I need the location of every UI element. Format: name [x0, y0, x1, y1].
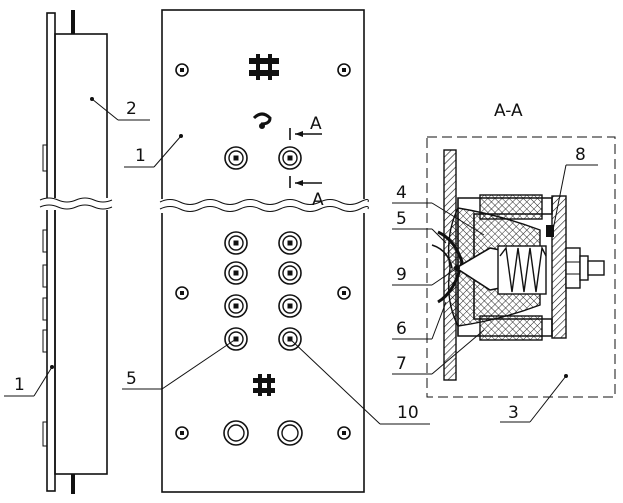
corner-rivet	[337, 286, 351, 300]
callout-1-plate: 1	[135, 146, 146, 166]
section-mark-bottom: A	[312, 190, 324, 210]
section-mark-top: A	[310, 114, 322, 134]
callout-4: 4	[396, 183, 407, 203]
nut	[565, 247, 581, 289]
callout-2: 2	[126, 99, 137, 119]
button	[278, 294, 302, 318]
corner-rivet	[175, 426, 189, 440]
callout-3: 3	[508, 403, 519, 423]
section-boundary	[426, 136, 616, 398]
corner-rivet	[175, 286, 189, 300]
bolt	[587, 260, 605, 276]
section-view: A-A	[426, 101, 616, 398]
bottom-tab	[71, 474, 75, 494]
callout-8: 8	[575, 145, 586, 165]
button	[224, 261, 248, 285]
spring	[499, 245, 547, 293]
side-view	[39, 10, 113, 494]
callouts: 1 2 1 5 10 3 4 5 9 6 7 8	[14, 99, 586, 423]
corner-rivet	[337, 426, 351, 440]
callout-5-plate: 5	[126, 369, 137, 389]
corner-rivet	[175, 63, 189, 77]
button	[278, 146, 302, 170]
corner-rivet	[337, 63, 351, 77]
dot-cluster-bottom	[253, 374, 275, 396]
button	[277, 420, 303, 446]
membrane	[437, 230, 464, 304]
dot-cluster-top	[249, 54, 279, 80]
contact-plate	[551, 195, 567, 339]
callout-1-side: 1	[14, 375, 25, 395]
symbol-mark	[252, 112, 272, 129]
callout-7: 7	[396, 354, 407, 374]
button	[223, 420, 249, 446]
callout-9: 9	[396, 265, 407, 285]
callout-6: 6	[396, 319, 407, 339]
front-plate	[161, 9, 365, 493]
button	[224, 146, 248, 170]
side-housing	[54, 33, 108, 475]
top-tab	[71, 10, 75, 34]
section-title: A-A	[494, 101, 523, 121]
callout-10: 10	[397, 403, 419, 423]
side-plate	[46, 12, 56, 492]
button	[224, 231, 248, 255]
button	[278, 231, 302, 255]
callout-5-section: 5	[396, 209, 407, 229]
front-view: A A	[158, 9, 369, 493]
button	[224, 294, 248, 318]
leaders	[4, 97, 598, 425]
button	[278, 261, 302, 285]
